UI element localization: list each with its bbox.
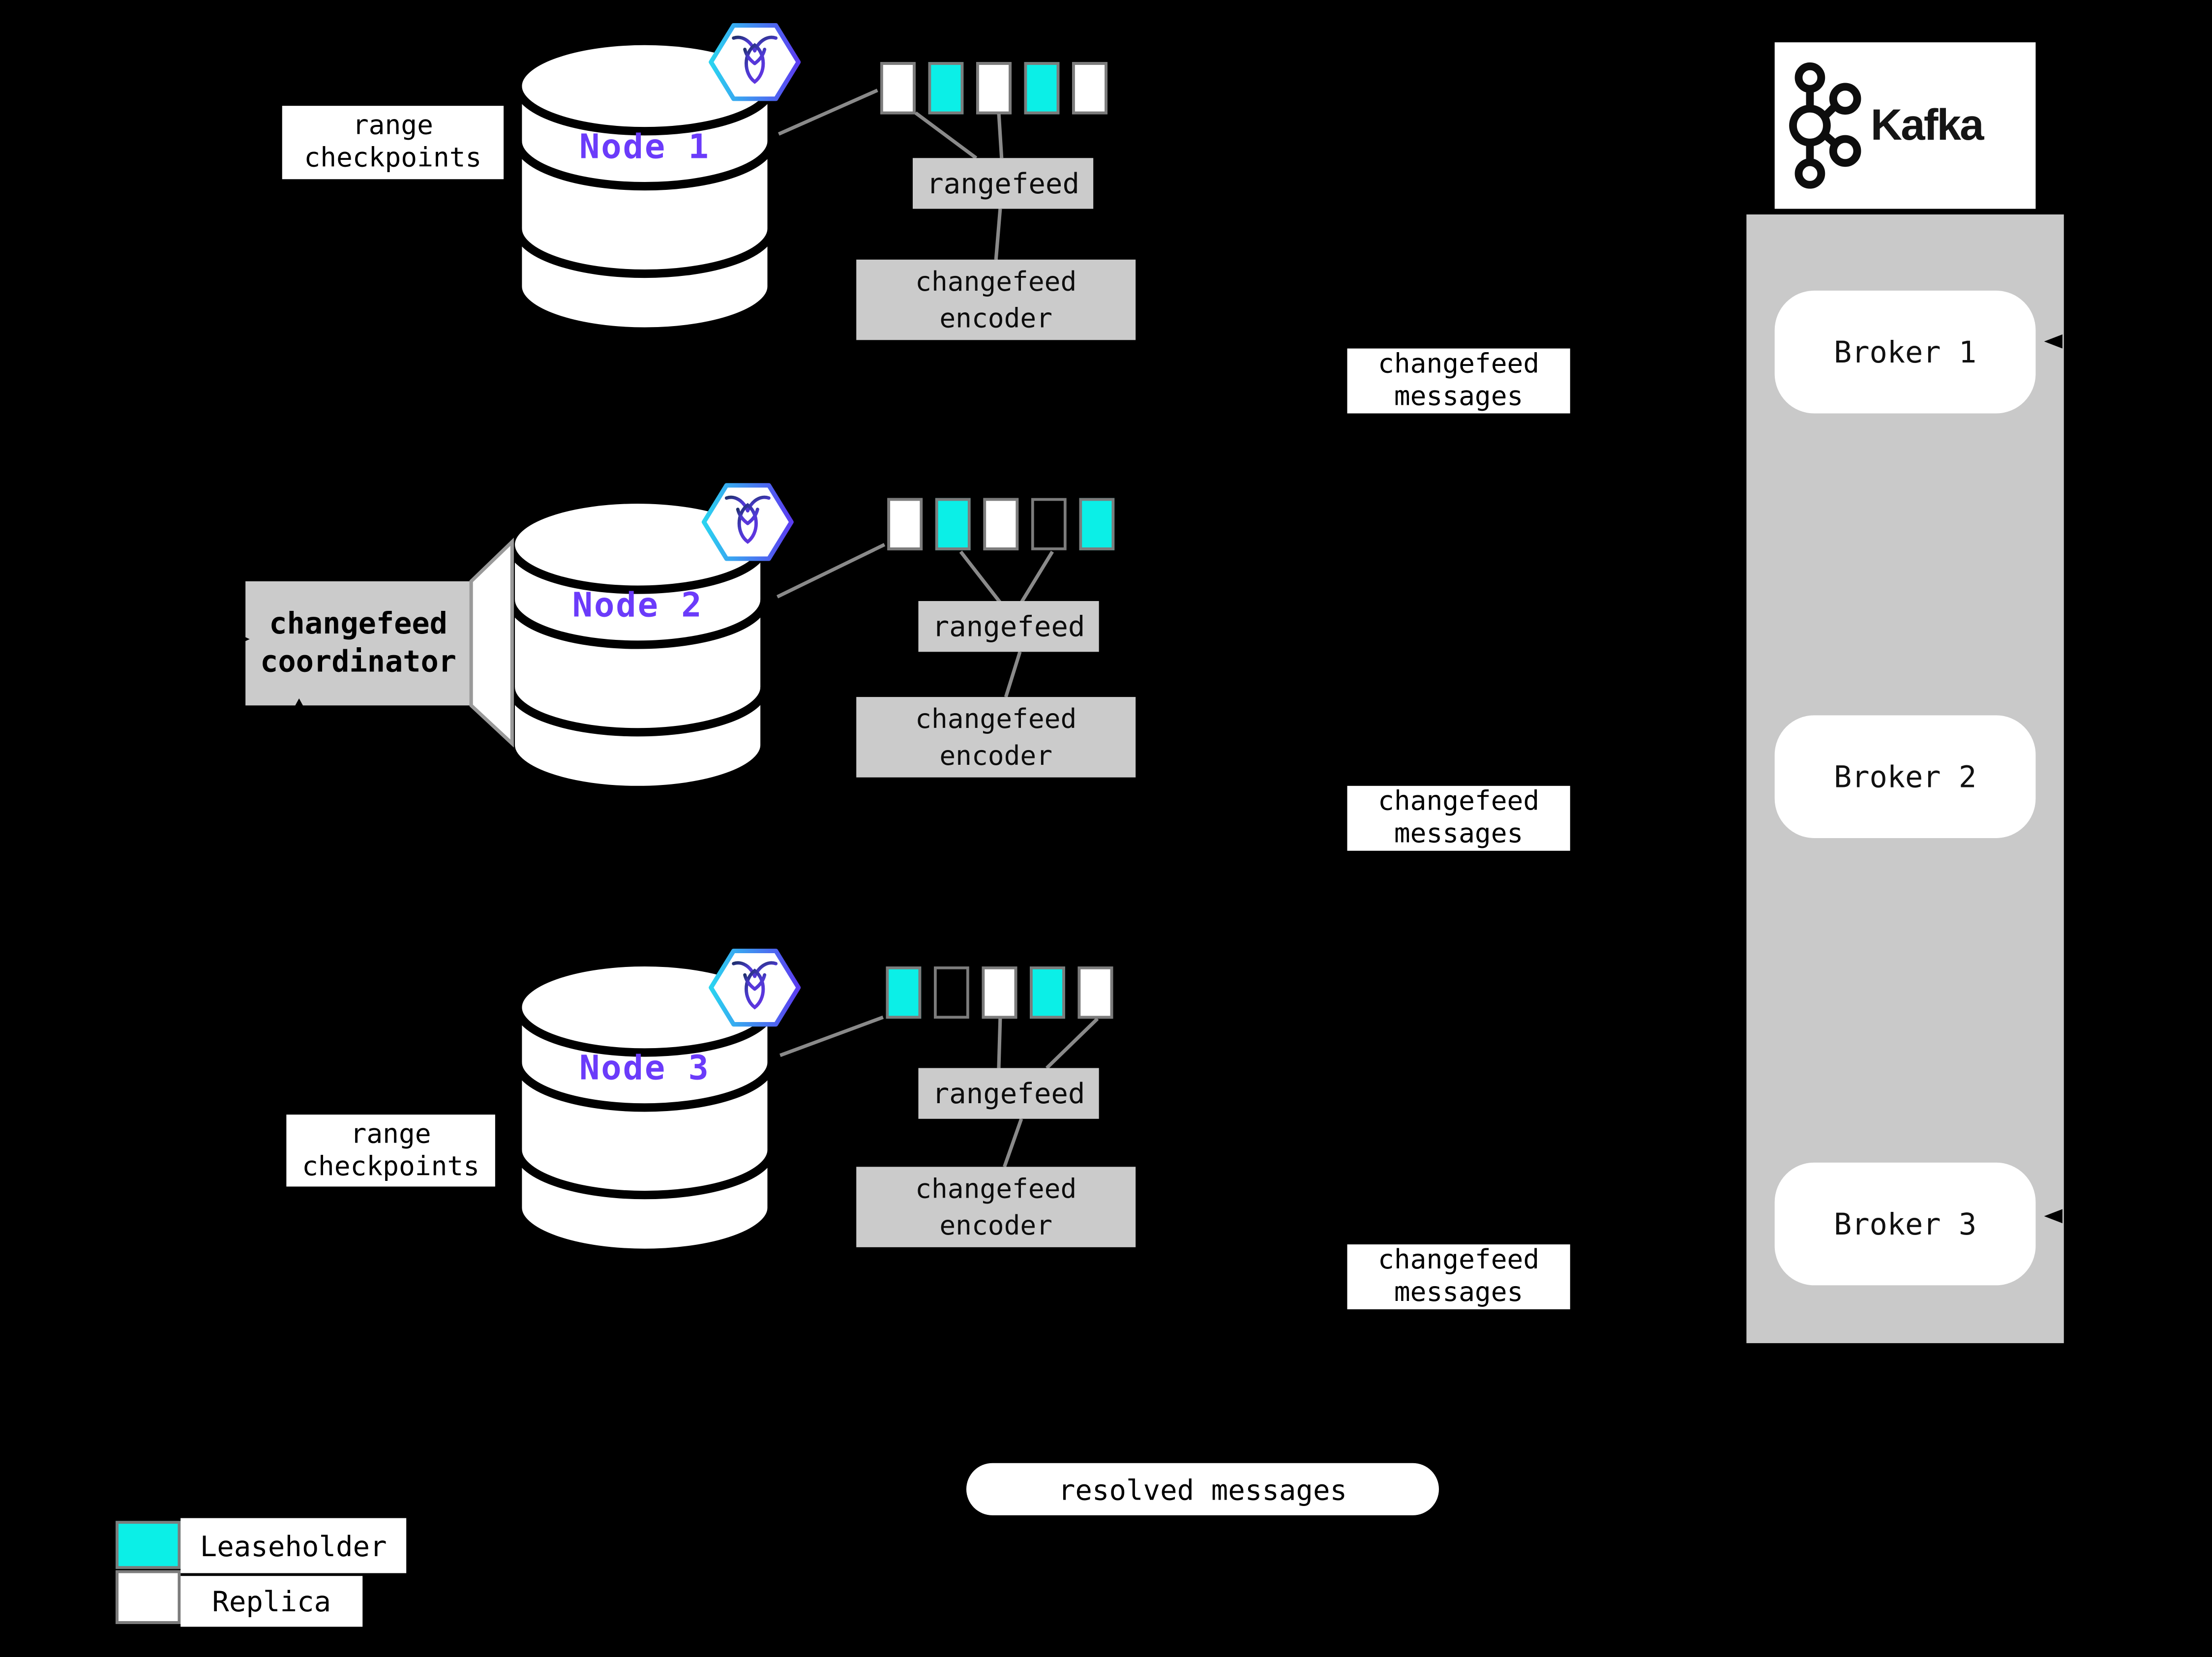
cockroachdb-icon: [709, 23, 801, 101]
range-checkpoints-label-node1: range checkpoints: [282, 106, 504, 180]
range-blocks-node3: [886, 966, 1113, 1019]
range-checkpoints-label-node3: range checkpoints: [286, 1115, 495, 1187]
label-line: messages: [1394, 1277, 1524, 1308]
legend-replica-label: Replica: [180, 1576, 363, 1627]
node-1-label: Node 1: [579, 127, 710, 167]
label-line: messages: [1394, 381, 1524, 412]
legend-replica-swatch: [116, 1570, 181, 1624]
changefeed-messages-label-node3: changefeed messages: [1347, 1244, 1570, 1310]
label-line: changefeed: [1378, 1244, 1540, 1276]
changefeed-encoder-box-node2: changefeed encoder: [856, 697, 1136, 778]
range-block-replica: [1072, 62, 1107, 115]
label-line: range: [352, 110, 433, 141]
broker-3-box: Broker 3: [1774, 1162, 2036, 1286]
rangefeed-box-node2: rangefeed: [918, 601, 1099, 652]
range-blocks-node1: [880, 62, 1107, 115]
label-line: changefeed: [915, 1173, 1077, 1205]
cockroachdb-icon: [709, 948, 801, 1027]
label-line: encoder: [939, 740, 1053, 771]
rangefeed-box-node1: rangefeed: [912, 158, 1094, 209]
range-block-replica: [976, 62, 1012, 115]
range-block-leaseholder: [928, 62, 964, 115]
range-block-replica: [1077, 966, 1113, 1019]
range-block-leaseholder: [1030, 966, 1065, 1019]
range-block-replica: [887, 498, 923, 550]
label-line: changefeed: [915, 703, 1077, 735]
label-line: checkpoints: [302, 1150, 480, 1182]
database-cylinder-node1: [513, 36, 776, 336]
rangefeed-box-node3: rangefeed: [918, 1068, 1099, 1119]
label-line: coordinator: [260, 644, 457, 679]
label-line: encoder: [939, 302, 1053, 334]
label-line: encoder: [939, 1209, 1053, 1241]
changefeed-messages-label-node1: changefeed messages: [1347, 348, 1570, 414]
range-block-replica: [880, 62, 916, 115]
database-cylinder-node3: [513, 958, 776, 1257]
kafka-wordmark: Kafka: [1870, 100, 1984, 150]
kafka-logo-box: Kafka: [1774, 42, 2036, 209]
changefeed-messages-label-node2: changefeed messages: [1347, 785, 1570, 851]
coordinator-flag-shape: [469, 538, 514, 748]
node-3-label: Node 3: [579, 1048, 710, 1088]
label-line: checkpoints: [304, 142, 482, 174]
changefeed-encoder-box-node3: changefeed encoder: [856, 1167, 1136, 1247]
resolved-messages-pill: resolved messages: [966, 1463, 1439, 1515]
label-line: messages: [1394, 818, 1524, 849]
node-2-label: Node 2: [572, 585, 703, 625]
broker-2-box: Broker 2: [1774, 715, 2036, 838]
range-block-leaseholder: [886, 966, 922, 1019]
range-blocks-node2: [887, 498, 1115, 550]
database-cylinder-node2: [506, 495, 769, 794]
label-line: changefeed: [1378, 348, 1540, 380]
range-block-empty: [934, 966, 969, 1019]
label-line: changefeed: [915, 266, 1077, 297]
cockroachdb-icon: [701, 483, 794, 561]
range-block-leaseholder: [1024, 62, 1060, 115]
label-line: changefeed: [1378, 785, 1540, 817]
range-block-leaseholder: [935, 498, 971, 550]
range-block-replica: [983, 498, 1019, 550]
range-block-leaseholder: [1079, 498, 1115, 550]
changefeed-encoder-box-node1: changefeed encoder: [856, 259, 1136, 340]
label-line: range: [350, 1118, 431, 1149]
range-block-empty: [1031, 498, 1067, 550]
legend-leaseholder-swatch: [116, 1521, 181, 1569]
legend-leaseholder-label: Leaseholder: [180, 1518, 407, 1573]
changefeed-coordinator-box: changefeed coordinator: [245, 581, 472, 706]
broker-1-box: Broker 1: [1774, 290, 2036, 414]
label-line: changefeed: [269, 606, 448, 641]
range-block-replica: [982, 966, 1017, 1019]
kafka-icon: [1789, 62, 1861, 189]
